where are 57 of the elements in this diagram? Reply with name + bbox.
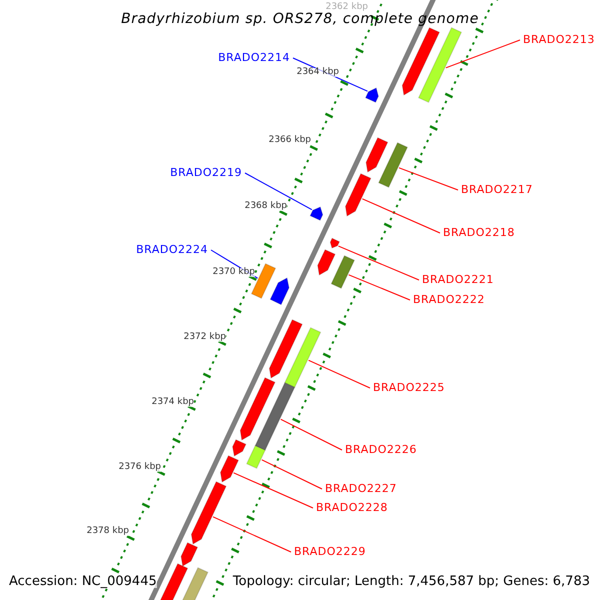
leader-line <box>233 472 314 508</box>
gene-label: BRADO2229 <box>294 546 366 557</box>
gene-feature <box>190 481 227 545</box>
scale-label: 2362 kbp <box>326 3 368 12</box>
gene-feature <box>330 238 340 249</box>
gene-feature <box>310 206 324 221</box>
gene-feature <box>364 87 379 103</box>
gene-feature <box>220 455 240 483</box>
scale-label: 2366 kbp <box>268 136 311 145</box>
gene-feature <box>378 142 408 188</box>
scale-label: 2368 kbp <box>244 202 287 211</box>
gene-label: BRADO2228 <box>316 502 388 513</box>
scale-label: 2376 kbp <box>118 463 161 472</box>
scale-label: 2364 kbp <box>296 68 339 77</box>
leader-line <box>244 172 312 210</box>
gene-feature <box>246 445 266 469</box>
accession-text: Accession: NC_009445 <box>9 575 157 588</box>
leader-line <box>362 198 440 234</box>
gene-feature <box>270 277 290 306</box>
gene-label: BRADO2217 <box>461 184 533 195</box>
gene-feature <box>330 255 356 289</box>
gene-label: BRADO2226 <box>345 444 417 455</box>
scale-label: 2378 kbp <box>86 527 129 536</box>
leader-line <box>445 40 520 68</box>
leader-line <box>308 360 370 388</box>
gene-feature <box>418 27 462 103</box>
gene-feature <box>254 382 296 451</box>
gene-feature <box>268 319 303 379</box>
leader-line <box>261 459 322 490</box>
gene-label: BRADO2227 <box>325 483 397 494</box>
leader-line <box>280 418 342 450</box>
gene-feature <box>240 377 276 441</box>
leader-line <box>212 516 292 552</box>
genome-info-text: Topology: circular; Length: 7,456,587 bp; Genes: 6,783 <box>232 575 590 588</box>
gene-feature <box>284 327 322 388</box>
title: Bradyrhizobium sp. ORS278, complete genome <box>120 11 480 27</box>
gene-label: BRADO2219 <box>170 167 242 178</box>
gene-feature <box>160 563 188 600</box>
gene-label: BRADO2225 <box>373 382 445 393</box>
scale-label: 2374 kbp <box>152 398 194 407</box>
gene-label: BRADO2218 <box>443 227 515 238</box>
scale-label: 2372 kbp <box>184 333 226 342</box>
gene-feature <box>402 27 440 96</box>
leader-line <box>338 246 420 280</box>
gene-feature <box>317 249 336 276</box>
gene-label: BRADO2224 <box>136 244 208 255</box>
gene-label: BRADO2221 <box>422 274 494 285</box>
gene-feature <box>366 137 388 173</box>
gene-label: BRADO2222 <box>413 294 485 305</box>
gene-label: BRADO2214 <box>218 52 290 63</box>
gene-feature <box>180 542 198 567</box>
gene-feature <box>344 173 372 217</box>
leader-line <box>348 274 410 300</box>
leader-line <box>398 167 458 190</box>
gene-label: BRADO2213 <box>523 34 595 45</box>
scale-label: 2370 kbp <box>212 268 255 277</box>
gene-feature <box>232 439 247 457</box>
